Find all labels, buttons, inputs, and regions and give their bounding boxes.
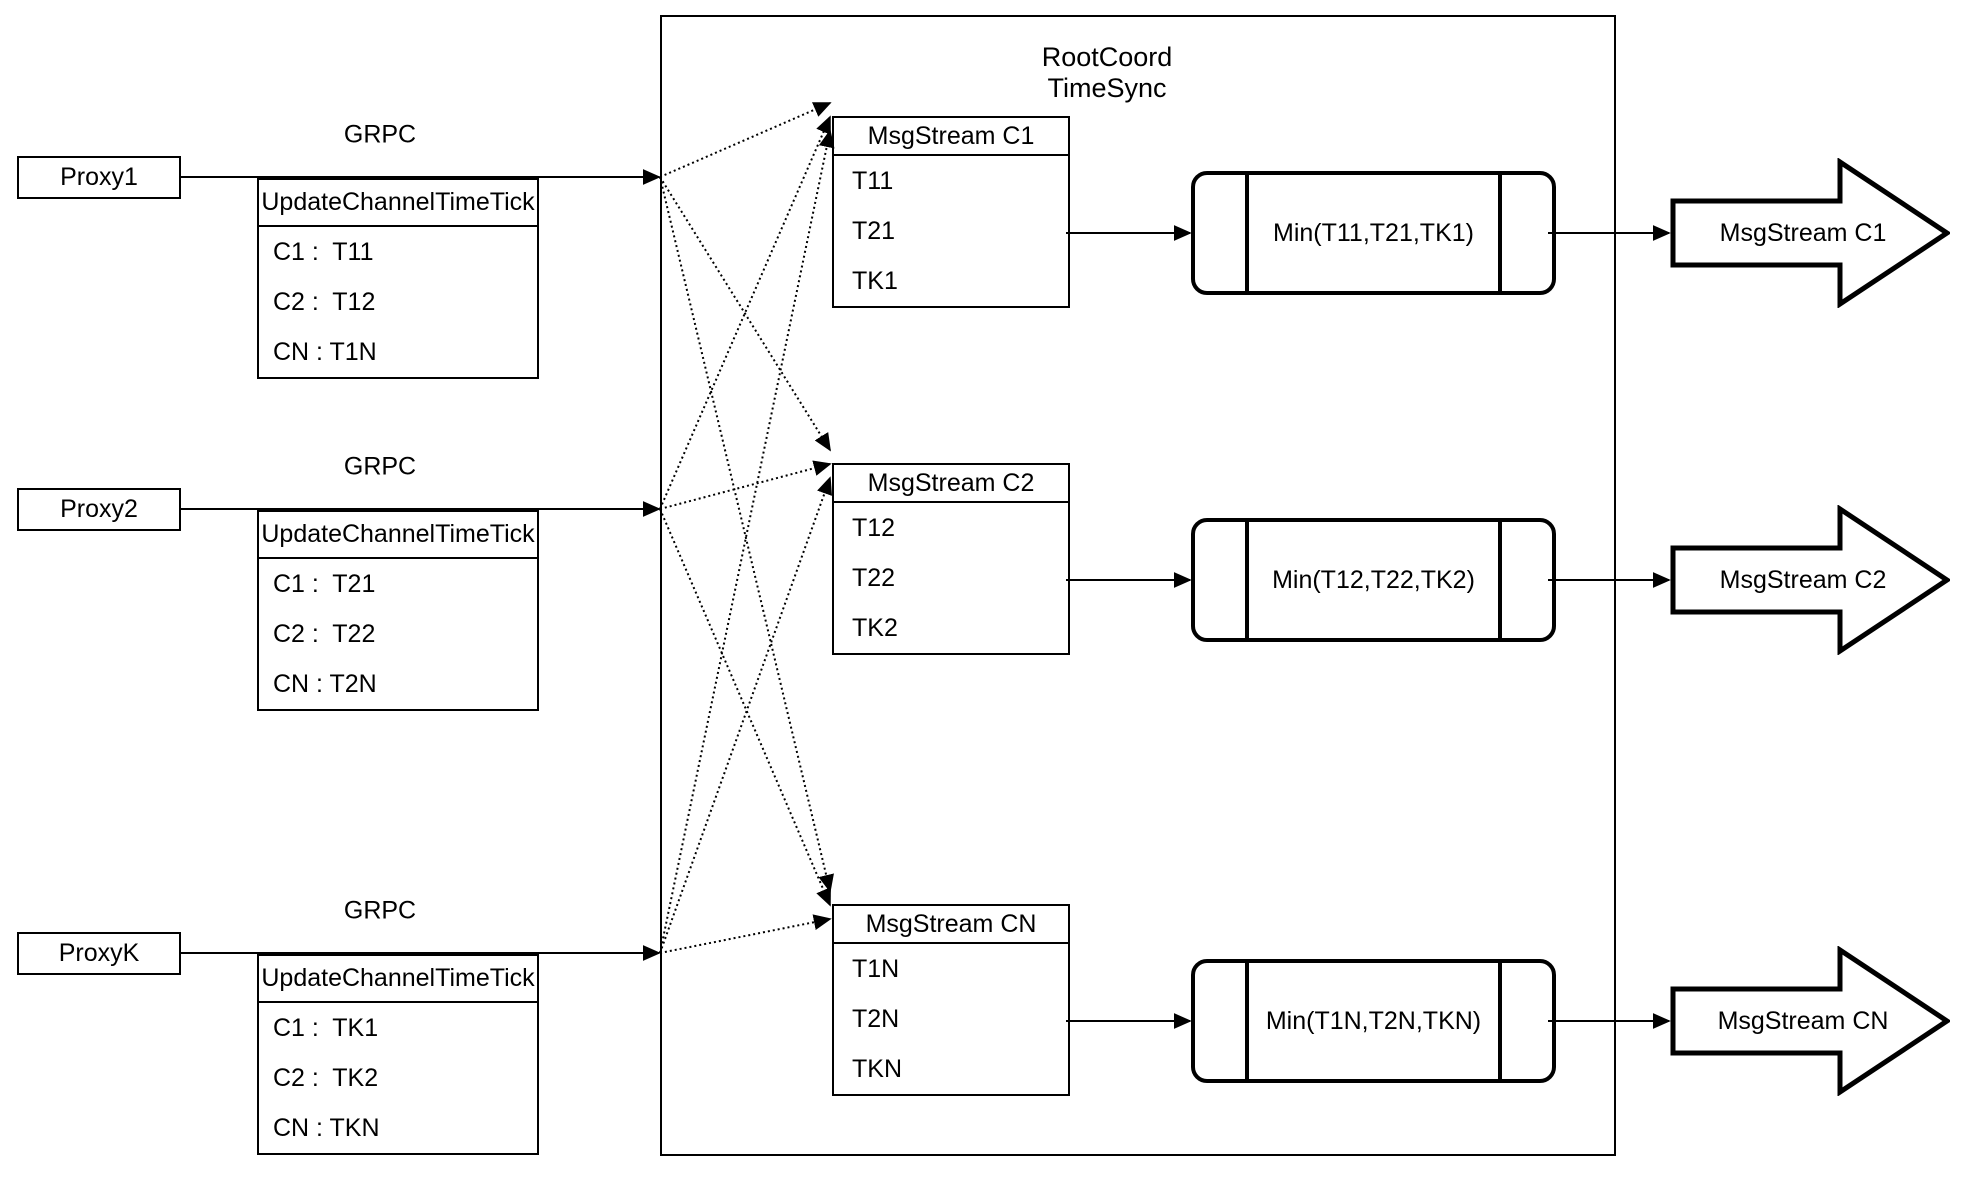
min-box-divider [1498,963,1502,1079]
proxy2-box: Proxy2 [17,488,181,531]
proxy1-label: Proxy1 [60,163,138,191]
stream-table-row: T11 [852,166,894,195]
min-label-3: Min(T1N,T2N,TKN) [1265,1006,1482,1035]
update-table-header: UpdateChannelTimeTick [259,180,537,227]
rootcoord-title: RootCoord TimeSync [1041,42,1173,103]
proxyk-box: ProxyK [17,932,181,975]
stream-table-row: TK2 [852,613,898,642]
min-box-divider [1245,963,1249,1079]
output-arrow-label-1: MsgStream C1 [1719,218,1887,247]
update-table-header: UpdateChannelTimeTick [259,956,537,1003]
update-table-header: UpdateChannelTimeTick [259,512,537,559]
update-table-row: CN : T1N [273,337,377,366]
grpc-label-2: GRPC [343,452,417,481]
msgstream-c2-table: MsgStream C2 T12 T22 TK2 [832,463,1070,655]
proxy2-label: Proxy2 [60,495,138,523]
stream-table-row: T1N [852,954,900,983]
output-arrow-label-3: MsgStream CN [1717,1006,1889,1035]
update-channel-timetick-table-3: UpdateChannelTimeTick C1 : TK1 C2 : TK2 … [257,954,539,1155]
min-box-2: Min(T12,T22,TK2) [1191,518,1556,642]
output-arrow-label-2: MsgStream C2 [1719,565,1887,594]
min-box-3: Min(T1N,T2N,TKN) [1191,959,1556,1083]
msgstream-cn-table: MsgStream CN T1N T2N TKN [832,904,1070,1096]
grpc-label-3: GRPC [343,896,417,925]
stream-table-row: T22 [852,563,896,592]
update-channel-timetick-table-2: UpdateChannelTimeTick C1 : T21 C2 : T22 … [257,510,539,711]
update-table-row: CN : T2N [273,669,377,698]
stream-table-row: T21 [852,216,896,245]
update-table-row: CN : TKN [273,1113,380,1142]
update-table-row: C1 : T11 [273,237,374,266]
stream-table-row: TKN [852,1054,902,1083]
min-box-1: Min(T11,T21,TK1) [1191,171,1556,295]
block-arrow-shape [1670,505,1950,655]
min-box-divider [1498,175,1502,291]
grpc-label-1: GRPC [343,120,417,149]
proxyk-label: ProxyK [58,939,140,967]
msgstream-c1-table: MsgStream C1 T11 T21 TK1 [832,116,1070,308]
output-arrow-c2: MsgStream C2 [1670,505,1950,655]
min-box-divider [1245,175,1249,291]
min-box-divider [1245,522,1249,638]
update-table-row: C2 : T22 [273,619,376,648]
stream-table-header: MsgStream C1 [834,118,1068,156]
update-table-row: C1 : TK1 [273,1013,379,1042]
update-table-row: C1 : T21 [273,569,376,598]
block-arrow-shape [1670,946,1950,1096]
update-table-row: C2 : T12 [273,287,376,316]
min-label-2: Min(T12,T22,TK2) [1272,565,1475,594]
update-table-row: C2 : TK2 [273,1063,379,1092]
output-arrow-cn: MsgStream CN [1670,946,1950,1096]
stream-table-header: MsgStream C2 [834,465,1068,503]
min-box-divider [1498,522,1502,638]
stream-table-header: MsgStream CN [834,906,1068,944]
min-label-1: Min(T11,T21,TK1) [1273,218,1474,247]
proxy1-box: Proxy1 [17,156,181,199]
stream-table-row: TK1 [852,266,898,295]
stream-table-row: T2N [852,1004,900,1033]
block-arrow-shape [1670,158,1950,308]
stream-table-row: T12 [852,513,896,542]
output-arrow-c1: MsgStream C1 [1670,158,1950,308]
update-channel-timetick-table-1: UpdateChannelTimeTick C1 : T11 C2 : T12 … [257,178,539,379]
